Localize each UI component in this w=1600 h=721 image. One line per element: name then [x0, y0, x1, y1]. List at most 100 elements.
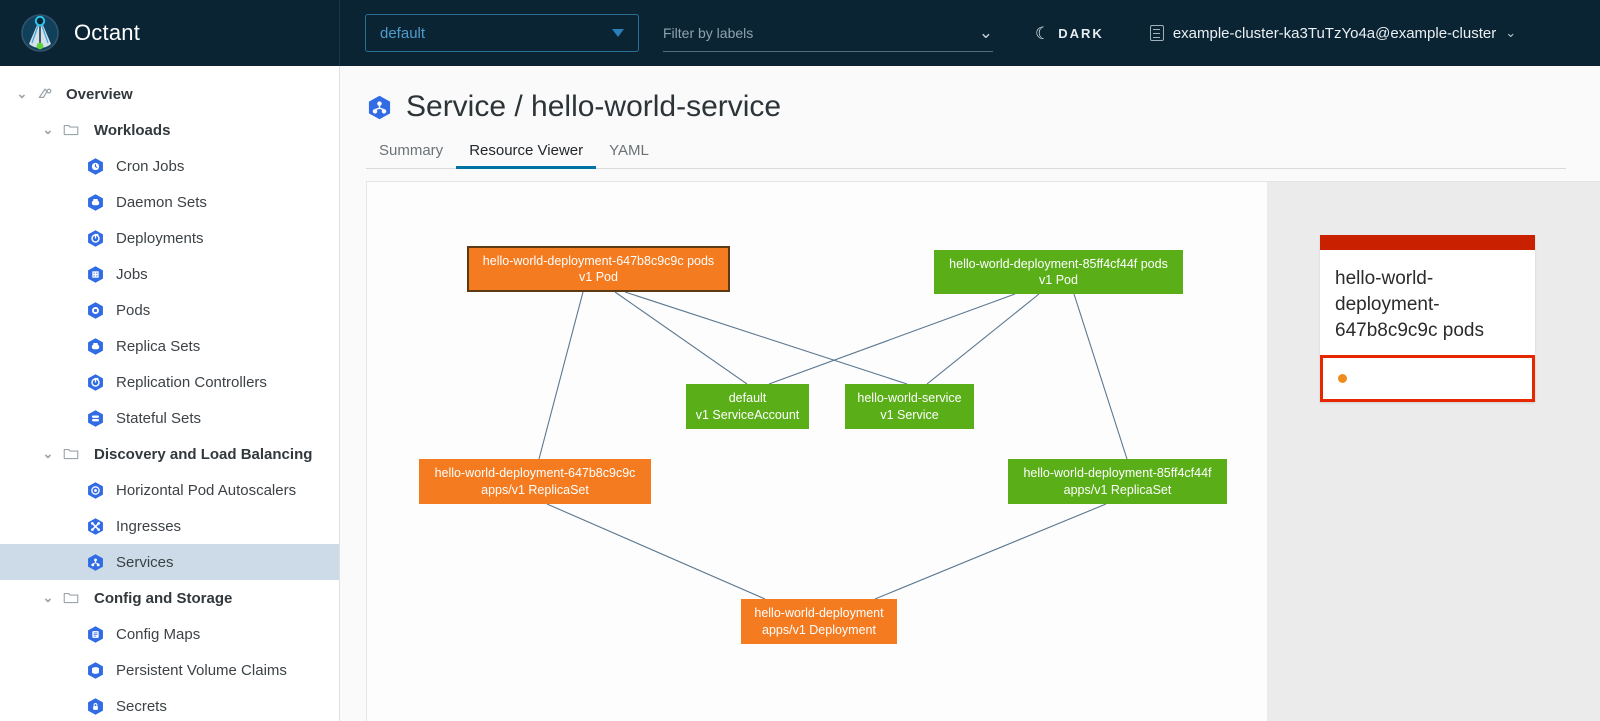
graph-node-kind: v1 Service — [880, 407, 939, 422]
tab-bar: Summary Resource Viewer YAML — [366, 142, 1566, 169]
graph-node-kind: v1 ServiceAccount — [695, 407, 800, 422]
sidebar-item-label: Ingresses — [116, 517, 182, 535]
resource-viewer: hello-world-deployment-647b8c9c9c pods v1… — [366, 181, 1600, 721]
detail-card-title: hello-world-deployment-647b8c9c9c pods — [1335, 268, 1484, 341]
sidebar-item-config-and-storage[interactable]: ⌄ Config and Storage — [0, 580, 339, 616]
chevron-down-icon[interactable]: ⌄ — [42, 446, 54, 461]
k8s-pvc-icon — [86, 661, 105, 680]
graph-node-kind: apps/v1 ReplicaSet — [1063, 482, 1172, 497]
namespace-dropdown[interactable]: default — [365, 14, 639, 52]
sidebar-item-label: Config and Storage — [94, 589, 233, 607]
sidebar-item-jobs[interactable]: Jobs — [0, 256, 339, 292]
theme-toggle[interactable]: ☾ DARK — [1035, 25, 1104, 42]
sidebar-item-secrets[interactable]: Secrets — [0, 688, 339, 721]
page-title: Service / hello-world-service — [406, 90, 782, 123]
graph-node-kind: v1 Pod — [579, 270, 618, 284]
sidebar-item-label: Deployments — [116, 229, 204, 247]
k8s-pod-icon — [86, 301, 105, 320]
k8s-job-icon — [86, 265, 105, 284]
graph-node-name: hello-world-deployment-647b8c9c9c — [434, 466, 636, 481]
label-filter-placeholder: Filter by labels — [663, 24, 754, 41]
chevron-down-icon[interactable]: ⌄ — [16, 86, 28, 101]
status-dot-icon — [1338, 374, 1347, 384]
folder-icon — [62, 589, 84, 607]
label-filter-input[interactable]: Filter by labels ⌄ — [663, 14, 993, 52]
cluster-name: example-cluster-ka3TuTzYo4a@example-clus… — [1172, 24, 1497, 42]
chevron-down-icon: ⌄ — [978, 23, 993, 42]
graph-edge — [1073, 293, 1128, 460]
detail-card[interactable]: hello-world-deployment-647b8c9c9c pods — [1320, 235, 1535, 403]
folder-icon — [62, 121, 84, 139]
graph-edge — [538, 291, 584, 460]
graph-edge — [614, 291, 748, 385]
sidebar-item-workloads[interactable]: ⌄ Workloads — [0, 112, 339, 148]
sidebar-item-horizontal-pod-autoscalers[interactable]: Horizontal Pod Autoscalers — [0, 472, 339, 508]
folder-icon — [62, 445, 84, 463]
sidebar-item-ingresses[interactable]: Ingresses — [0, 508, 339, 544]
k8s-hpa-icon — [86, 481, 105, 500]
page-header: Service / hello-world-service — [340, 66, 1600, 124]
sidebar-item-label: Config Maps — [116, 625, 201, 643]
sidebar-item-label: Services — [116, 553, 174, 571]
sidebar-item-cron-jobs[interactable]: Cron Jobs — [0, 148, 339, 184]
sidebar-item-replica-sets[interactable]: Replica Sets — [0, 328, 339, 364]
sidebar-item-discovery-and-load-balancing[interactable]: ⌄ Discovery and Load Balancing — [0, 436, 339, 472]
k8s-statefulset-icon — [86, 409, 105, 428]
main-content: Service / hello-world-service Summary Res… — [340, 66, 1600, 721]
sidebar-item-services[interactable]: Services — [0, 544, 339, 580]
sidebar-item-label: Overview — [66, 85, 133, 103]
overview-icon — [36, 84, 56, 104]
tab-resource-viewer[interactable]: Resource Viewer — [456, 142, 597, 169]
sidebar-item-pods[interactable]: Pods — [0, 292, 339, 328]
sidebar-item-label: Workloads — [94, 121, 171, 139]
sidebar-item-label: Daemon Sets — [116, 193, 207, 211]
graph-edge — [926, 293, 1040, 385]
sidebar-item-label: Discovery and Load Balancing — [94, 445, 313, 463]
detail-panel: hello-world-deployment-647b8c9c9c pods — [1267, 182, 1600, 721]
sidebar-item-label: Stateful Sets — [116, 409, 202, 427]
sidebar-item-label: Cron Jobs — [116, 157, 185, 175]
graph-edge — [768, 293, 1016, 385]
sidebar-item-overview[interactable]: ⌄ Overview — [0, 76, 339, 112]
k8s-daemonset-icon — [86, 193, 105, 212]
chevron-down-icon: ⌄ — [1505, 25, 1517, 40]
k8s-cronjob-icon — [86, 157, 105, 176]
graph-node-kind: apps/v1 Deployment — [762, 622, 876, 637]
graph-node-name: hello-world-deployment-85ff4cf44f — [1023, 466, 1212, 481]
graph-node-kind: apps/v1 ReplicaSet — [481, 482, 589, 497]
k8s-configmap-icon — [86, 625, 105, 644]
sidebar-item-label: Jobs — [116, 265, 148, 283]
sidebar-item-config-maps[interactable]: Config Maps — [0, 616, 339, 652]
sidebar-item-persistent-volume-claims[interactable]: Persistent Volume Claims — [0, 652, 339, 688]
k8s-deployment-icon — [86, 229, 105, 248]
graph-edge — [624, 291, 908, 385]
chevron-down-icon[interactable]: ⌄ — [42, 122, 54, 137]
sidebar-item-stateful-sets[interactable]: Stateful Sets — [0, 400, 339, 436]
theme-toggle-label: DARK — [1058, 25, 1104, 41]
top-header: Octant default Filter by labels ⌄ ☾ DARK… — [0, 0, 1600, 66]
tab-summary[interactable]: Summary — [379, 142, 444, 159]
k8s-secret-icon — [86, 697, 105, 716]
sidebar-item-label: Pods — [116, 301, 151, 319]
cluster-selector[interactable]: example-cluster-ka3TuTzYo4a@example-clus… — [1149, 24, 1517, 42]
tab-yaml[interactable]: YAML — [609, 142, 649, 159]
moon-icon: ☾ — [1035, 23, 1051, 43]
detail-card-status-row[interactable] — [1320, 355, 1535, 403]
chevron-down-icon[interactable]: ⌄ — [42, 590, 54, 605]
sidebar-item-daemon-sets[interactable]: Daemon Sets — [0, 184, 339, 220]
sidebar-item-replication-controllers[interactable]: Replication Controllers — [0, 364, 339, 400]
sidebar-item-label: Secrets — [116, 697, 167, 715]
sidebar-item-deployments[interactable]: Deployments — [0, 220, 339, 256]
brand[interactable]: Octant — [0, 0, 340, 66]
octant-lighthouse-logo-icon — [20, 13, 60, 53]
